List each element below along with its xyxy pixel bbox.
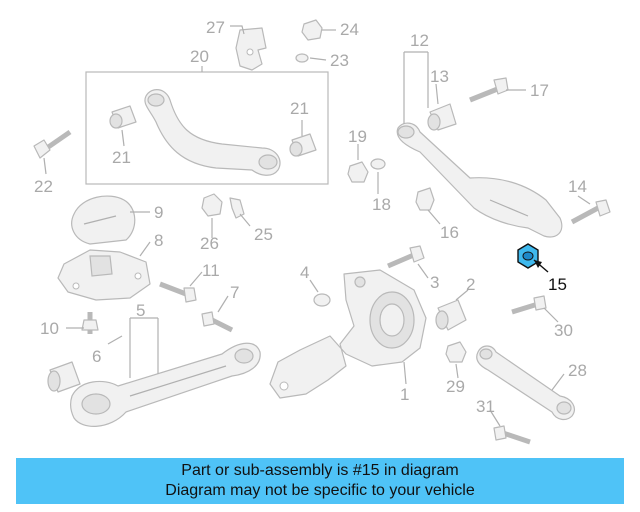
leader-15-arrow (534, 260, 542, 268)
mount-cover-9[interactable] (71, 195, 136, 245)
nut-26[interactable] (201, 193, 223, 217)
callout-21-left: 21 (112, 148, 131, 167)
callout-22: 22 (34, 177, 53, 196)
bushing-6[interactable] (47, 361, 81, 393)
callout-6: 6 (92, 347, 101, 366)
callout-28: 28 (568, 361, 587, 380)
lateral-link-28[interactable] (476, 345, 575, 421)
bolt-30[interactable] (511, 295, 547, 315)
callout-24: 24 (340, 20, 359, 39)
bushing-13[interactable] (427, 103, 457, 131)
callout-26: 26 (200, 234, 219, 253)
callout-11: 11 (202, 261, 220, 280)
callout-10: 10 (40, 319, 59, 338)
bolt-11[interactable] (159, 281, 197, 303)
nut-24[interactable] (301, 19, 323, 41)
assembly-frame-20 (85, 71, 329, 185)
callout-18: 18 (372, 195, 391, 214)
washer-4[interactable] (313, 293, 331, 307)
callout-2: 2 (466, 275, 475, 294)
callout-21-right: 21 (290, 99, 309, 118)
callout-20: 20 (190, 47, 209, 66)
banner-line-1: Part or sub-assembly is #15 in diagram (181, 462, 459, 479)
banner-line-2: Diagram may not be specific to your vehi… (165, 482, 475, 499)
clip-25[interactable] (229, 197, 245, 219)
callout-25: 25 (254, 225, 273, 244)
callout-14: 14 (568, 177, 587, 196)
callout-13: 13 (430, 67, 449, 86)
callout-16: 16 (440, 223, 459, 242)
callout-15: 15 (548, 275, 567, 294)
nut-16[interactable] (415, 187, 435, 211)
mount-8[interactable] (57, 249, 151, 301)
knuckle-1[interactable] (269, 269, 427, 399)
callout-19: 19 (348, 127, 367, 146)
nut-19[interactable] (347, 161, 369, 183)
leader-lines (43, 25, 591, 427)
callout-9: 9 (154, 203, 163, 222)
callout-4: 4 (300, 263, 309, 282)
callout-30: 30 (554, 321, 573, 340)
bolt-31[interactable] (493, 425, 531, 445)
callout-numbers: 27 24 23 20 21 21 22 9 8 26 25 11 7 10 5… (34, 18, 587, 416)
bushing-21-left[interactable] (109, 105, 137, 129)
parts-diagram: 27 24 23 20 21 21 22 9 8 26 25 11 7 10 5… (33, 18, 611, 445)
callout-17: 17 (530, 81, 549, 100)
bushing-21-right[interactable] (289, 133, 317, 157)
callout-1: 1 (400, 385, 409, 404)
callout-27: 27 (206, 18, 225, 37)
bolt-14[interactable] (570, 199, 611, 225)
callout-8: 8 (154, 231, 163, 250)
callout-31: 31 (476, 397, 495, 416)
bolt-3[interactable] (387, 245, 425, 269)
callout-5: 5 (136, 301, 145, 320)
bolt-22[interactable] (33, 129, 72, 159)
lower-arm-5[interactable] (70, 342, 261, 427)
nut-29[interactable] (445, 341, 467, 363)
info-banner: Part or sub-assembly is #15 in diagram D… (16, 458, 624, 504)
washer-23[interactable] (295, 53, 309, 63)
bolt-10[interactable] (81, 312, 99, 334)
upper-arm-20[interactable] (144, 89, 281, 176)
callout-23: 23 (330, 51, 349, 70)
bolt-7[interactable] (201, 311, 234, 333)
washer-18[interactable] (370, 158, 386, 170)
bushing-2[interactable] (435, 299, 467, 331)
bolt-17[interactable] (469, 77, 509, 103)
callout-3: 3 (430, 273, 439, 292)
callout-29: 29 (446, 377, 465, 396)
callout-7: 7 (230, 283, 239, 302)
bracket-27[interactable] (235, 27, 267, 71)
trailing-arm-12[interactable] (396, 122, 563, 238)
callout-12: 12 (410, 31, 429, 50)
nut-15-highlighted[interactable] (517, 243, 539, 269)
